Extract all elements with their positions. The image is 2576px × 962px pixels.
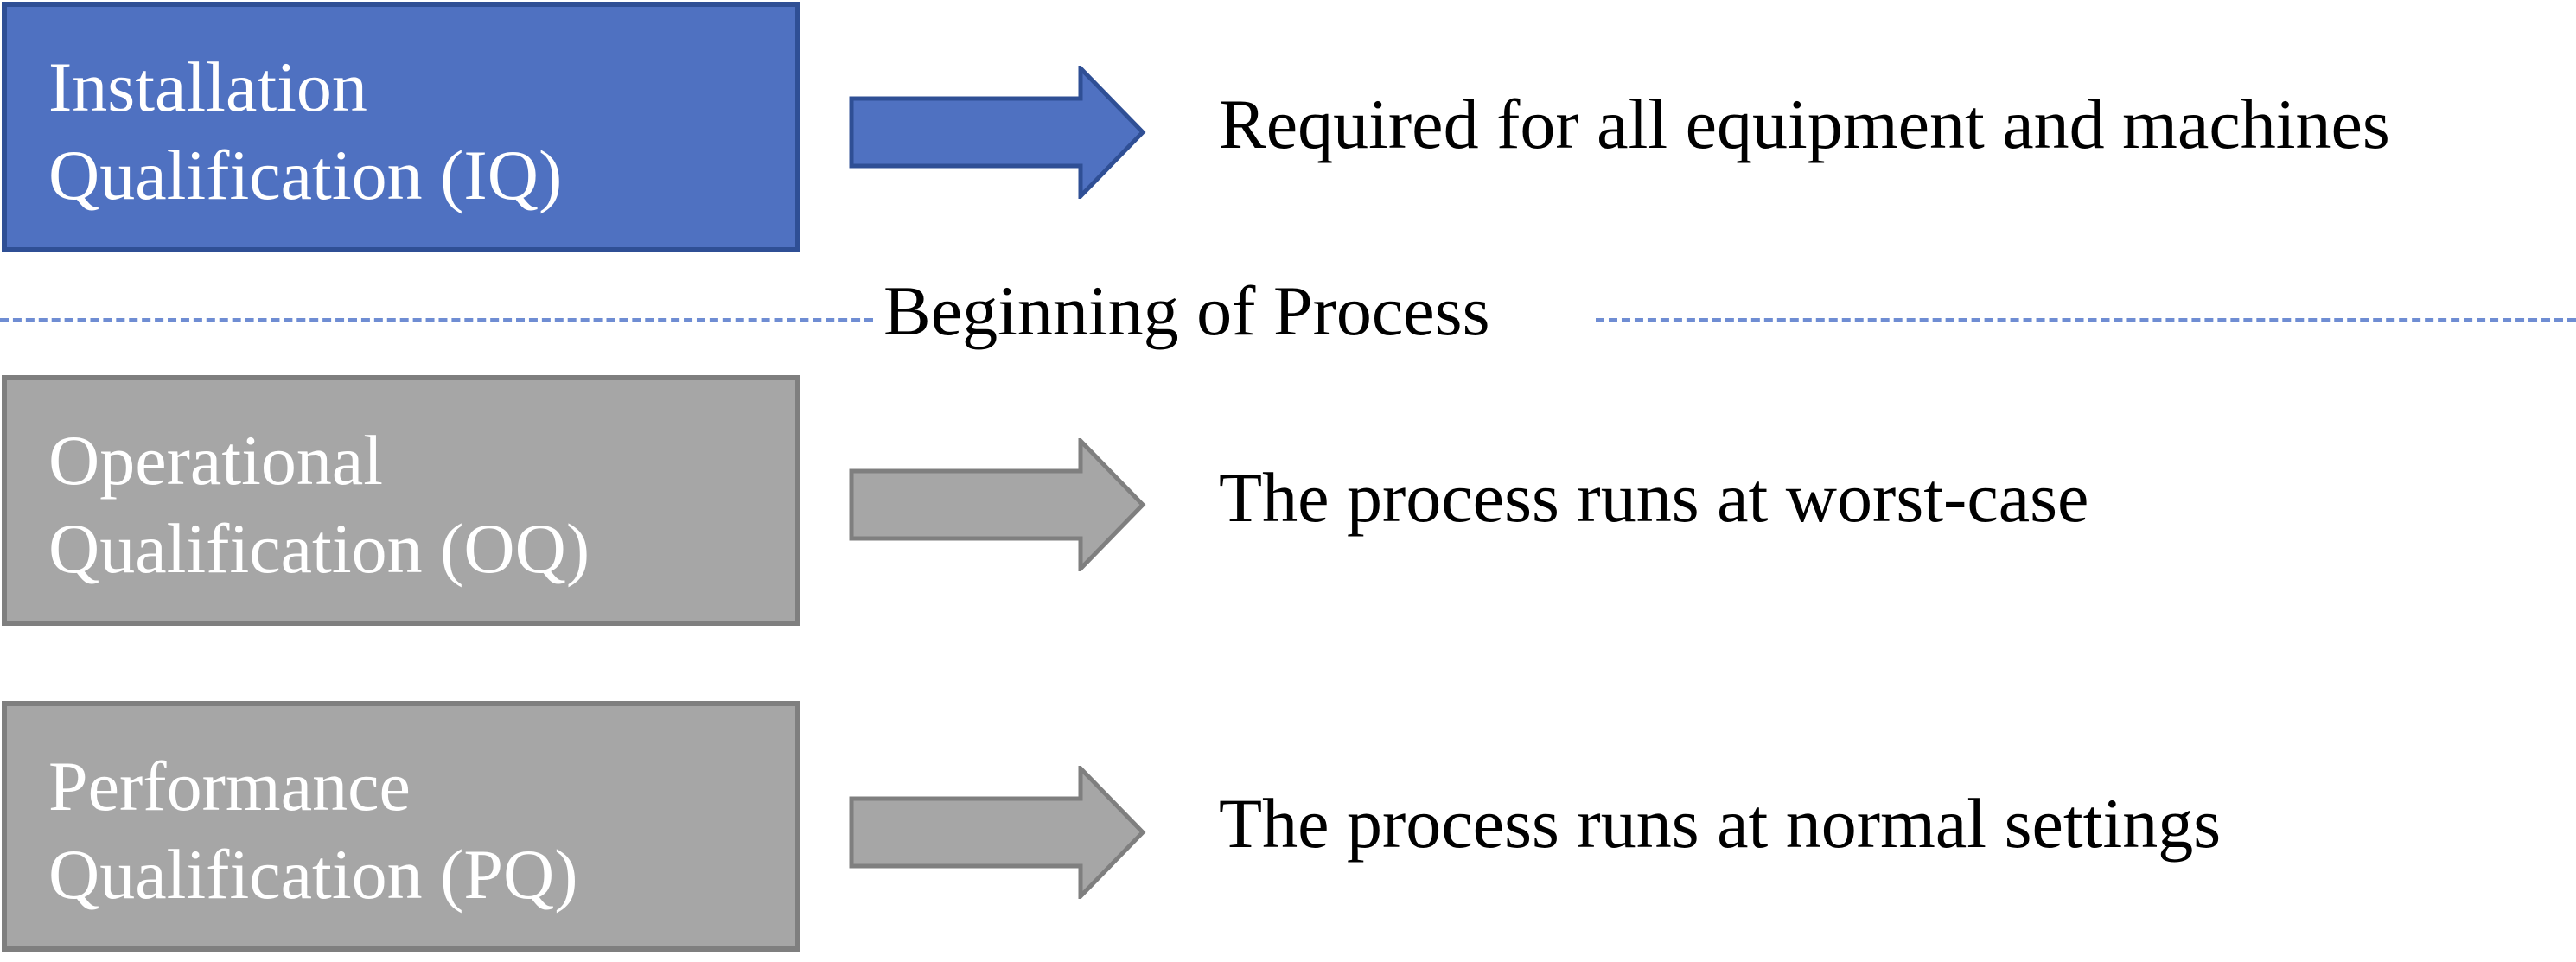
stage-title-line2: Qualification (IQ) xyxy=(48,136,563,214)
process-divider-label: Beginning of Process xyxy=(883,271,1490,350)
stage-title-line2: Qualification (OQ) xyxy=(48,509,590,588)
process-divider-right xyxy=(1596,318,2576,322)
stage-title-line1: Installation xyxy=(48,48,367,126)
stage-box-pq: Performance Qualification (PQ) xyxy=(2,701,800,952)
stage-box-iq: Installation Qualification (IQ) xyxy=(2,2,800,252)
stage-description-iq: Required for all equipment and machines xyxy=(1219,85,2390,163)
stage-description-oq: The process runs at worst-case xyxy=(1219,458,2089,537)
arrow-right-icon xyxy=(849,438,1148,571)
process-divider-left xyxy=(0,318,873,322)
stage-title-line2: Qualification (PQ) xyxy=(48,835,578,914)
stage-title-line1: Performance xyxy=(48,747,411,825)
stage-box-oq: Operational Qualification (OQ) xyxy=(2,375,800,626)
arrow-right-icon xyxy=(849,766,1148,899)
stage-title-line1: Operational xyxy=(48,421,384,500)
arrow-right-icon xyxy=(849,66,1148,199)
stage-description-pq: The process runs at normal settings xyxy=(1219,784,2222,863)
